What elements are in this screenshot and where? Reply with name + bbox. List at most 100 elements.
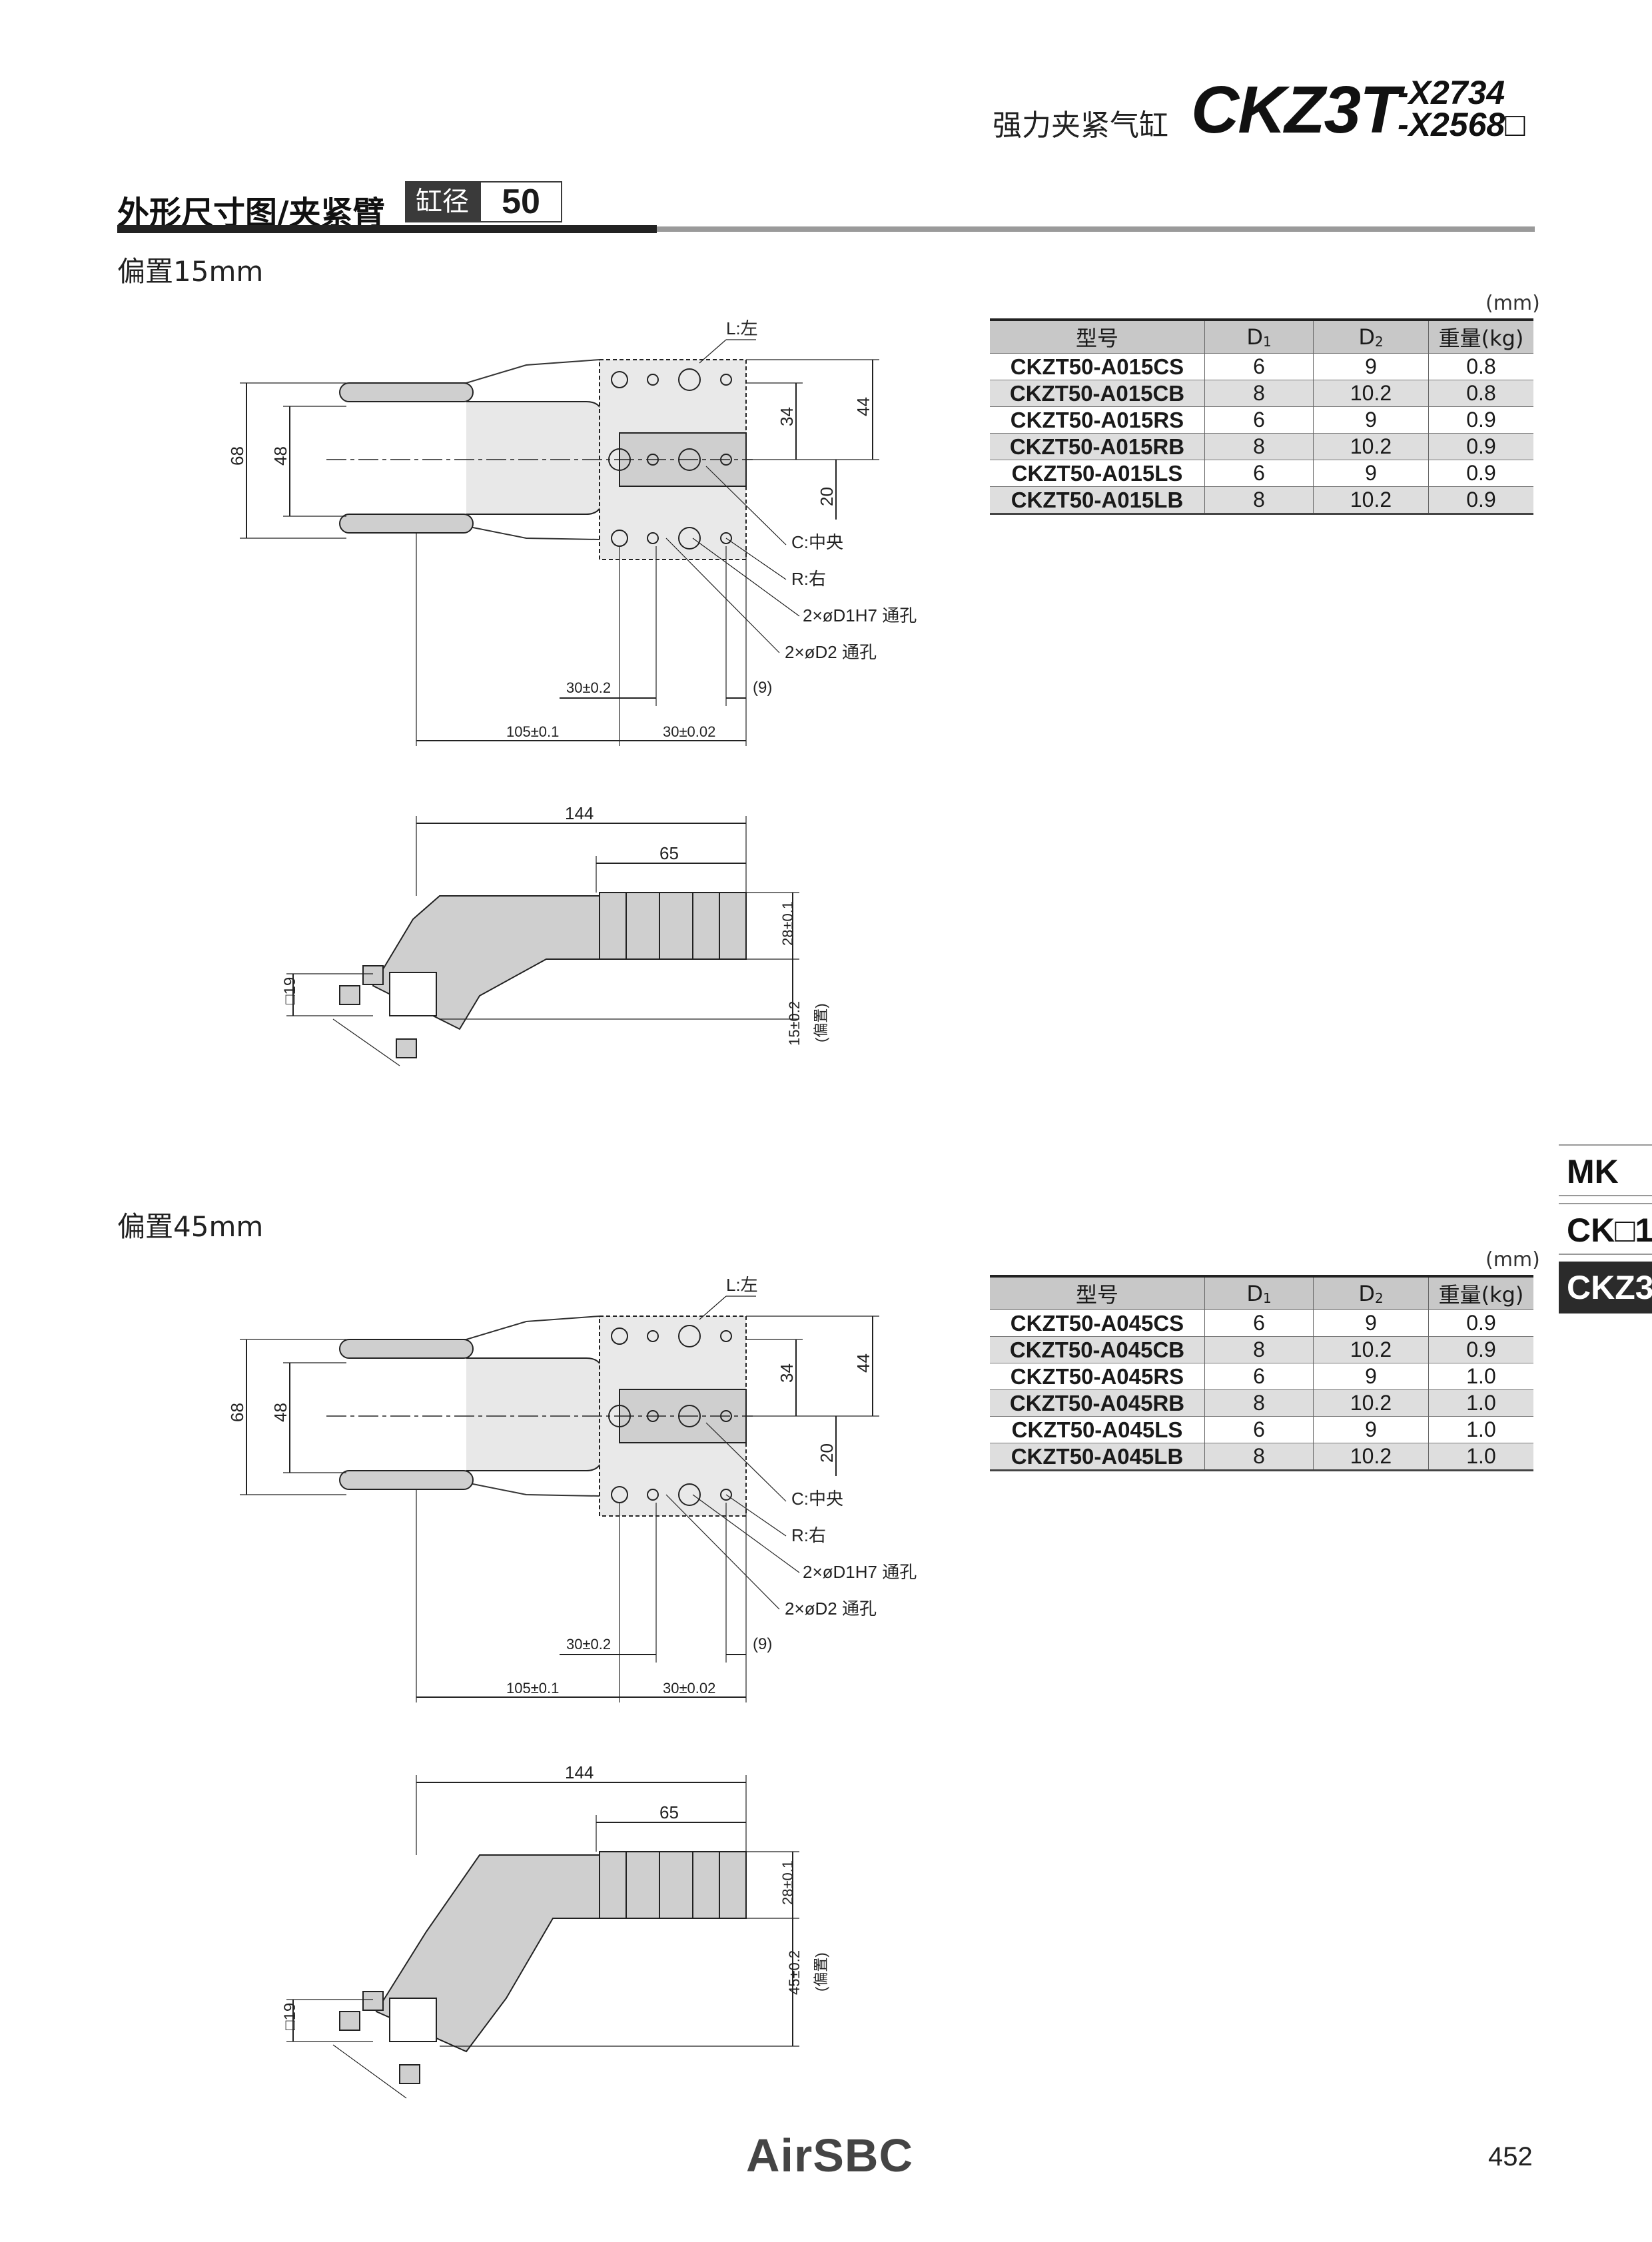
cell-model: CKZT50-A045CS: [990, 1309, 1205, 1337]
cell-weight: 0.9: [1428, 1309, 1533, 1337]
col-d2: D2: [1313, 318, 1429, 354]
page-number: 452: [1488, 2142, 1533, 2171]
dim-sq19: □19: [281, 977, 299, 1004]
cell-weight: 0.9: [1428, 1336, 1533, 1363]
cell-d2: 10.2: [1313, 486, 1429, 515]
dim-34: 34: [777, 1363, 797, 1383]
cell-d1: 8: [1204, 1336, 1314, 1363]
dim-30-002: 30±0.02: [663, 1680, 715, 1696]
dim-65: 65: [659, 843, 679, 863]
cell-model: CKZT50-A045RS: [990, 1363, 1205, 1390]
cell-weight: 0.8: [1428, 380, 1533, 407]
cell-model: CKZT50-A015RB: [990, 433, 1205, 460]
dim-48: 48: [270, 446, 290, 466]
variant-1-top-view-drawing: 68 48 34 44 20 L:左 C:中央 R:右 2×øD1H7 通孔 2…: [227, 318, 917, 746]
cell-weight: 0.8: [1428, 353, 1533, 380]
dim-105: 105±0.1: [506, 723, 559, 740]
cell-d2: 9: [1313, 1363, 1429, 1390]
side-tab-mk[interactable]: MK: [1559, 1144, 1652, 1196]
cell-model: CKZT50-A045CB: [990, 1336, 1205, 1363]
cell-d2: 10.2: [1313, 1389, 1429, 1417]
col-model: 型号: [990, 318, 1205, 354]
cell-d1: 6: [1204, 353, 1314, 380]
cell-weight: 0.9: [1428, 406, 1533, 434]
cell-d1: 6: [1204, 460, 1314, 487]
label-center: C:中央: [791, 532, 843, 552]
model-suffix-2: -X2568□: [1398, 106, 1525, 143]
dim-44: 44: [853, 397, 873, 416]
cell-d2: 9: [1313, 406, 1429, 434]
cell-model: CKZT50-A015LS: [990, 460, 1205, 487]
dim-144: 144: [565, 803, 594, 823]
cell-d2: 10.2: [1313, 1336, 1429, 1363]
cell-weight: 1.0: [1428, 1416, 1533, 1443]
model-title: CKZ3T: [1191, 73, 1400, 147]
col-d1: D1: [1204, 1275, 1314, 1310]
label-right: R:右: [791, 1525, 826, 1545]
variant-2-title: 偏置45mm: [117, 1210, 264, 1243]
cell-weight: 0.9: [1428, 433, 1533, 460]
side-tab-ck1[interactable]: CK□1: [1559, 1203, 1652, 1255]
dim-30-002: 30±0.02: [663, 723, 715, 740]
cell-model: CKZT50-A015LB: [990, 486, 1205, 515]
cell-weight: 1.0: [1428, 1389, 1533, 1417]
hole-d2: 2×øD2 通孔: [785, 642, 877, 662]
cell-d2: 9: [1313, 1416, 1429, 1443]
cell-d2: 9: [1313, 353, 1429, 380]
cell-d2: 9: [1313, 460, 1429, 487]
dim-30-02: 30±0.2: [566, 679, 611, 696]
dim-20: 20: [817, 487, 837, 506]
cell-d2: 10.2: [1313, 380, 1429, 407]
table-header-row: 型号 D1 D2 重量(kg): [990, 1275, 1533, 1310]
cell-d1: 6: [1204, 1363, 1314, 1390]
cell-d1: 8: [1204, 380, 1314, 407]
cell-model: CKZT50-A045RB: [990, 1389, 1205, 1417]
dim-44: 44: [853, 1353, 873, 1373]
col-weight: 重量(kg): [1428, 318, 1533, 354]
dim-65: 65: [659, 1802, 679, 1822]
dim-68: 68: [227, 446, 247, 466]
variant-2-side-view-drawing: 144 65 28±0.1 □19 45±0.2 (偏置): [281, 1762, 829, 2099]
col-d1: D1: [1204, 318, 1314, 354]
cell-weight: 1.0: [1428, 1443, 1533, 1471]
dim-144: 144: [565, 1762, 594, 1782]
cell-model: CKZT50-A015RS: [990, 406, 1205, 434]
offset-note: (偏置): [813, 1952, 829, 1992]
product-name-cn: 强力夹紧气缸: [993, 109, 1168, 143]
hole-d2: 2×øD2 通孔: [785, 1599, 877, 1619]
cell-d1: 8: [1204, 1443, 1314, 1471]
label-left: L:左: [726, 1275, 758, 1295]
model-suffix-1: -X2734: [1398, 74, 1505, 111]
dim-34: 34: [777, 407, 797, 426]
side-tab-ckz3t[interactable]: CKZ3T: [1559, 1262, 1652, 1313]
dim-30-02: 30±0.2: [566, 1636, 611, 1653]
cell-weight: 1.0: [1428, 1363, 1533, 1390]
dim-offset: 15±0.2: [786, 1001, 803, 1046]
cell-d2: 10.2: [1313, 1443, 1429, 1471]
col-model: 型号: [990, 1275, 1205, 1310]
cell-d1: 8: [1204, 1389, 1314, 1417]
label-right: R:右: [791, 569, 826, 589]
col-weight: 重量(kg): [1428, 1275, 1533, 1310]
offset-note: (偏置): [813, 1003, 829, 1042]
dim-9: (9): [753, 1635, 772, 1653]
cell-d2: 9: [1313, 1309, 1429, 1337]
cell-model: CKZT50-A045LB: [990, 1443, 1205, 1471]
variant-1-title: 偏置15mm: [117, 255, 264, 288]
cell-weight: 0.9: [1428, 486, 1533, 515]
dim-28: 28±0.1: [779, 1860, 796, 1905]
dim-28: 28±0.1: [779, 901, 796, 946]
dim-sq19: □19: [281, 2003, 299, 2030]
cell-d1: 6: [1204, 406, 1314, 434]
